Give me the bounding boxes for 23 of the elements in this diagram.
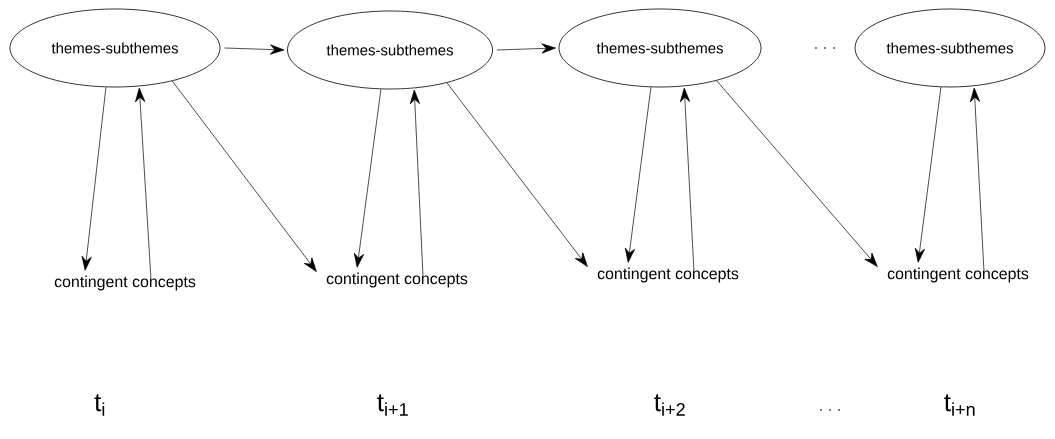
concept-label: contingent concepts <box>54 275 196 291</box>
concept-label: contingent concepts <box>326 272 468 288</box>
ellipsis: . . . <box>820 409 840 411</box>
arrow <box>409 89 424 277</box>
time-label: t$_{i+2}$ <box>654 394 685 416</box>
ellipsis: . . . <box>815 47 835 49</box>
arrow <box>496 43 556 54</box>
arrow <box>969 87 985 272</box>
arrow <box>624 86 652 263</box>
time-label: t$_{i}$ <box>94 394 105 416</box>
concept-label: contingent concepts <box>887 267 1029 283</box>
arrow <box>81 86 107 271</box>
arrow <box>353 88 382 268</box>
arrow <box>135 87 152 280</box>
arrow <box>171 80 317 272</box>
arrow <box>224 44 285 55</box>
arrow <box>446 82 588 267</box>
time-label: t$_{i+n}$ <box>944 394 975 416</box>
arrow <box>914 86 942 263</box>
concept-label: contingent concepts <box>597 267 739 283</box>
arrow <box>716 80 878 267</box>
arrow <box>679 87 695 272</box>
time-label: t$_{i+1}$ <box>377 394 408 416</box>
